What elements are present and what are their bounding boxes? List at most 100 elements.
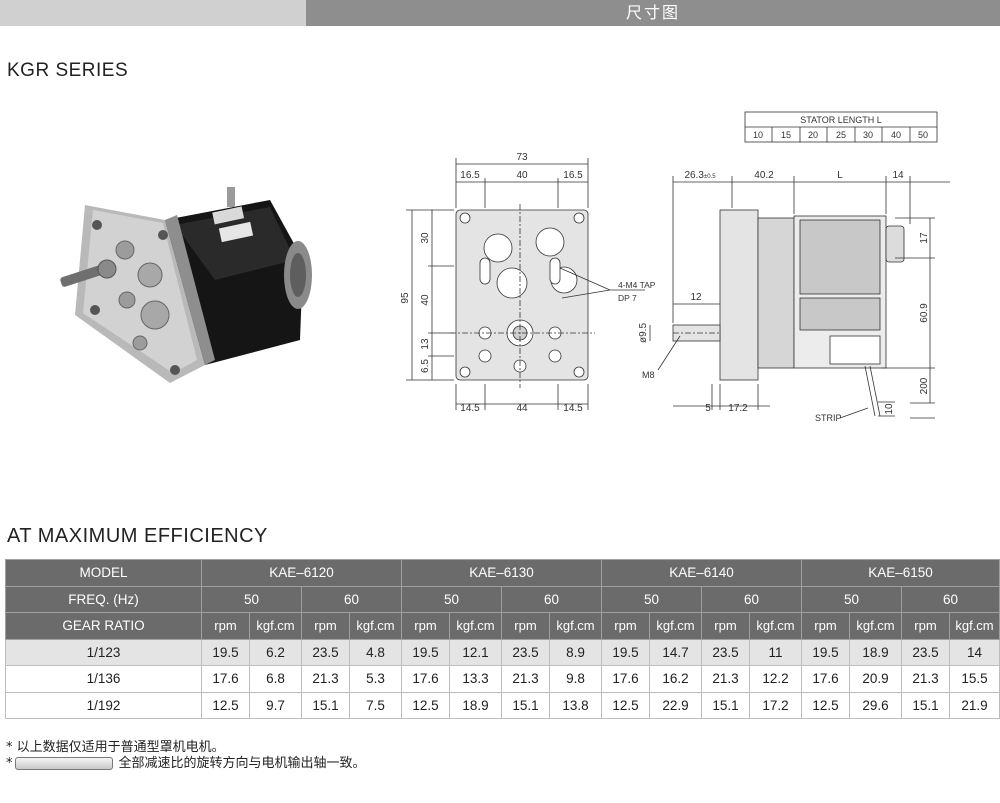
dim-front-bottom-right: 14.5 xyxy=(563,403,583,414)
table-cell: 13.3 xyxy=(449,665,502,693)
table-cell: 14.7 xyxy=(649,638,702,666)
table-cell: 18.9 xyxy=(449,691,502,719)
unit-cell: rpm xyxy=(501,612,550,640)
series-title: KGR SERIES xyxy=(7,60,129,81)
freq-value: 50 xyxy=(801,585,902,613)
unit-cell: rpm xyxy=(301,612,350,640)
dim-front-left-offset: 16.5 xyxy=(460,170,480,181)
legend-swatch xyxy=(14,757,113,770)
unit-cell: kgf.cm xyxy=(449,612,502,640)
section-title: AT MAXIMUM EFFICIENCY xyxy=(7,525,268,547)
dim-side-10: 10 xyxy=(884,403,895,415)
table-cell: 23.5 xyxy=(301,638,350,666)
table-cell: 19.5 xyxy=(201,638,250,666)
unit-cell: rpm xyxy=(201,612,250,640)
freq-label: FREQ. (Hz) xyxy=(5,585,202,613)
table-cell: 17.6 xyxy=(601,665,650,693)
table-cell: 19.5 xyxy=(401,638,450,666)
table-cell: 12.1 xyxy=(449,638,502,666)
model-name: KAE–6130 xyxy=(401,559,602,587)
dim-side-60-9: 60.9 xyxy=(919,303,930,323)
header-title: 尺寸图 xyxy=(625,3,680,22)
model-row: MODEL KAE–6120 KAE–6130 KAE–6140 KAE–615… xyxy=(5,559,1000,587)
table-cell: 18.9 xyxy=(849,638,902,666)
freq-value: 50 xyxy=(201,585,302,613)
dim-front-right-offset: 16.5 xyxy=(563,170,583,181)
table-cell: 21.3 xyxy=(701,665,750,693)
table-cell: 11 xyxy=(749,638,802,666)
table-cell: 13.8 xyxy=(549,691,602,719)
dim-front-center: 40 xyxy=(516,170,528,181)
table-cell: 15.1 xyxy=(901,691,950,719)
model-name: KAE–6140 xyxy=(601,559,802,587)
table-cell: 7.5 xyxy=(349,691,402,719)
table-cell: 15.1 xyxy=(301,691,350,719)
model-name: KAE–6120 xyxy=(201,559,402,587)
top-header-bar: 尺寸图 xyxy=(0,0,1000,26)
dim-side-17-2: 17.2 xyxy=(728,403,748,414)
table-cell: 15.5 xyxy=(949,665,1000,693)
gear-ratio: 1/123 xyxy=(5,638,202,666)
freq-value: 60 xyxy=(301,585,402,613)
gear-ratio-label: GEAR RATIO xyxy=(5,612,202,640)
header-bar-dark-segment xyxy=(306,0,1000,26)
table-cell: 21.9 xyxy=(949,691,1000,719)
header-bar-light-segment xyxy=(0,0,306,26)
table-cell: 17.6 xyxy=(801,665,850,693)
gear-motor-photo xyxy=(60,187,312,383)
table-cell: 20.9 xyxy=(849,665,902,693)
dim-front-v1: 30 xyxy=(420,232,431,244)
unit-cell: kgf.cm xyxy=(949,612,1000,640)
stator-length-value: 15 xyxy=(781,130,791,140)
table-cell: 5.3 xyxy=(349,665,402,693)
model-label: MODEL xyxy=(5,559,202,587)
unit-cell: kgf.cm xyxy=(349,612,402,640)
unit-cell: kgf.cm xyxy=(749,612,802,640)
table-cell: 17.6 xyxy=(201,665,250,693)
table-row: 1/136 17.6 6.8 21.3 5.3 17.6 13.3 21.3 9… xyxy=(5,665,1000,693)
table-cell: 21.3 xyxy=(901,665,950,693)
unit-row: GEAR RATIO rpm kgf.cm rpm kgf.cm rpm kgf… xyxy=(5,612,1000,640)
table-row: 1/192 12.5 9.7 15.1 7.5 12.5 18.9 15.1 1… xyxy=(5,691,1000,719)
table-cell: 21.3 xyxy=(301,665,350,693)
dim-side-17: 17 xyxy=(919,232,930,244)
table-cell: 9.7 xyxy=(249,691,302,719)
table-cell: 12.5 xyxy=(801,691,850,719)
dimension-drawing: STATOR LENGTH L 10 15 20 25 30 40 50 xyxy=(400,111,950,423)
stator-length-value: 40 xyxy=(891,130,901,140)
footnote-2: * 全部减速比的旋转方向与电机输出轴一致。 xyxy=(6,752,366,771)
table-cell: 23.5 xyxy=(701,638,750,666)
footnote-2-prefix: * xyxy=(6,756,13,771)
footnote-2-text: 全部减速比的旋转方向与电机输出轴一致。 xyxy=(118,756,366,771)
gear-ratio: 1/136 xyxy=(5,665,202,693)
unit-cell: rpm xyxy=(401,612,450,640)
footnote-1: * 以上数据仅适用于普通型罩机电机。 xyxy=(6,740,225,755)
dim-side-5: 5 xyxy=(705,403,711,414)
unit-cell: rpm xyxy=(801,612,850,640)
unit-cell: kgf.cm xyxy=(849,612,902,640)
dim-front-v4: 6.5 xyxy=(420,359,431,373)
table-cell: 29.6 xyxy=(849,691,902,719)
table-cell: 12.5 xyxy=(201,691,250,719)
table-cell: 6.2 xyxy=(249,638,302,666)
table-cell: 23.5 xyxy=(501,638,550,666)
unit-cell: rpm xyxy=(601,612,650,640)
table-cell: 12.5 xyxy=(601,691,650,719)
table-cell: 19.5 xyxy=(801,638,850,666)
table-cell: 23.5 xyxy=(901,638,950,666)
table-cell: 15.1 xyxy=(501,691,550,719)
stator-length-value: 30 xyxy=(863,130,873,140)
dim-front-bottom-left: 14.5 xyxy=(460,403,480,414)
dim-front-width: 73 xyxy=(516,152,528,163)
efficiency-table: MODEL KAE–6120 KAE–6130 KAE–6140 KAE–615… xyxy=(5,559,1000,719)
freq-row: FREQ. (Hz) 50 60 50 60 50 60 50 60 xyxy=(5,585,1000,613)
table-cell: 12.2 xyxy=(749,665,802,693)
table-row: 1/123 19.5 6.2 23.5 4.8 19.5 12.1 23.5 8… xyxy=(5,638,1000,666)
freq-value: 60 xyxy=(901,585,1000,613)
stator-length-label: STATOR LENGTH L xyxy=(800,115,882,125)
table-cell: 21.3 xyxy=(501,665,550,693)
model-name: KAE–6150 xyxy=(801,559,1000,587)
dim-side-200: 200 xyxy=(919,377,930,394)
table-cell: 4.8 xyxy=(349,638,402,666)
table-cell: 17.6 xyxy=(401,665,450,693)
